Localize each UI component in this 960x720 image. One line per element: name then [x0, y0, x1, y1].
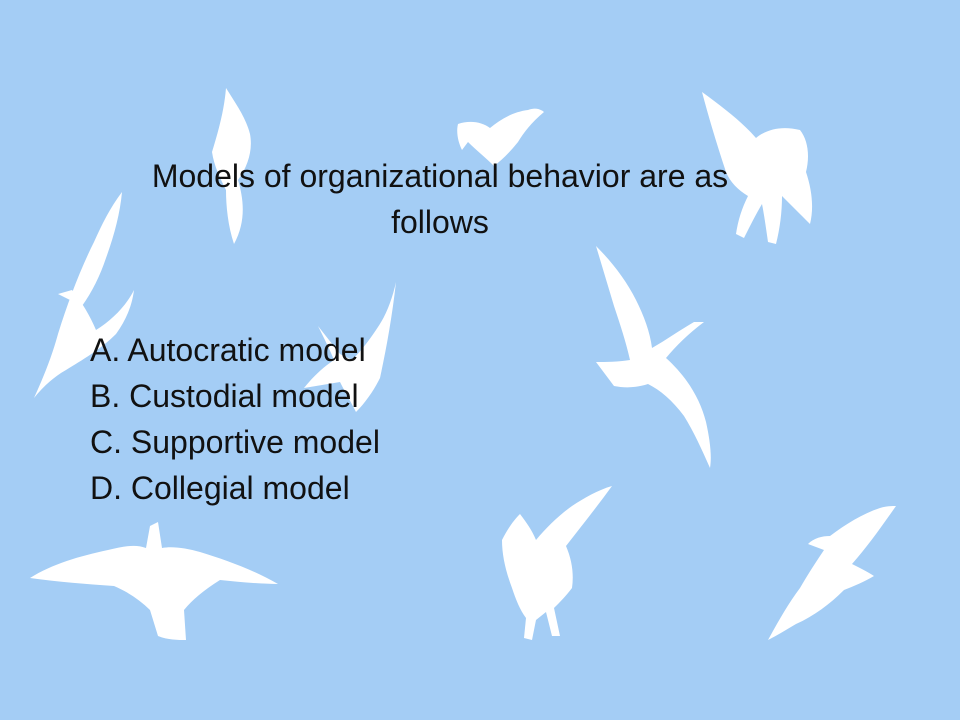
slide-title: Models of organizational behavior are as…: [90, 153, 790, 245]
seagull-icon: [34, 192, 134, 398]
model-list: A. Autocratic model B. Custodial model C…: [90, 327, 380, 511]
list-item: C. Supportive model: [90, 424, 380, 460]
slide-title-line: follows: [391, 204, 489, 240]
seagull-icon: [30, 522, 278, 640]
list-item: A. Autocratic model: [90, 332, 366, 368]
seagull-icon: [702, 92, 813, 244]
seagull-icon: [502, 486, 612, 640]
seagull-icon: [304, 282, 396, 412]
slide-title-line: Models of organizational behavior are as: [151, 158, 729, 194]
seagull-icon: [457, 108, 544, 166]
seagull-icon: [596, 246, 711, 468]
list-item: B. Custodial model: [90, 378, 359, 414]
seagull-icon: [212, 88, 251, 244]
seagull-icon: [768, 506, 896, 640]
list-item: D. Collegial model: [90, 470, 350, 506]
